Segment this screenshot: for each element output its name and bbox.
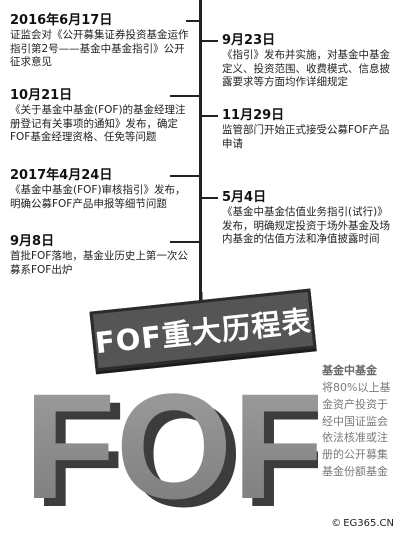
connector — [202, 115, 218, 117]
copyright-icon: © — [331, 518, 342, 529]
event-text: 《指引》发布并实施，对基金中基金定义、投资范围、收费模式、信息披露要求等方面均作… — [222, 49, 390, 89]
event-date: 2016年6月17日 — [10, 13, 113, 28]
event-date: 9月23日 — [222, 33, 276, 48]
event-text: 《基金中基金(FOF)审核指引》发布，明确公募FOF产品申报等细节问题 — [10, 184, 186, 210]
fof-face: FOF — [24, 370, 318, 520]
event-date: 10月21日 — [10, 88, 73, 103]
event-text: 《关于基金中基金(FOF)的基金经理注册登记有关事项的通知》发布，确定FOF基金… — [10, 104, 186, 144]
event-10-21: 10月21日 《关于基金中基金(FOF)的基金经理注册登记有关事项的通知》发布，… — [10, 88, 195, 145]
connector — [170, 95, 199, 97]
event-date: 9月8日 — [10, 234, 55, 249]
event-11-29: 11月29日 监管部门开始正式接受公募FOF产品申请 — [222, 108, 394, 151]
connector — [186, 20, 199, 22]
event-09-08: 9月8日 首批FOF落地，基金业历史上第一次公募系FOF出炉 — [10, 234, 195, 277]
event-text: 证监会对《公开募集证券投资基金运作指引第2号——基金中基金指引》公开征求意见 — [10, 29, 189, 69]
connector — [170, 175, 199, 177]
connector — [202, 40, 218, 42]
fof-shadow: FOF — [34, 370, 318, 520]
definition-text: 将80%以上基金资产投资于经中国证监会依法核准或注册的公开募集基金份额基金 — [322, 381, 391, 478]
credit: © EG365.CN — [331, 518, 394, 529]
definition-box: 基金中基金 将80%以上基金资产投资于经中国证监会依法核准或注册的公开募集基金份… — [322, 364, 396, 481]
event-05-04: 5月4日 《基金中基金估值业务指引(试行)》发布，明确规定投资于场外基金及场内基… — [222, 190, 394, 247]
definition-title: 基金中基金 — [322, 364, 377, 377]
credit-text: EG365.CN — [343, 518, 394, 529]
event-date: 2017年4月24日 — [10, 168, 113, 183]
event-09-23: 9月23日 《指引》发布并实施，对基金中基金定义、投资范围、收费模式、信息披露要… — [222, 33, 394, 90]
event-date: 5月4日 — [222, 190, 267, 205]
event-date: 11月29日 — [222, 108, 285, 123]
connector — [202, 197, 218, 199]
timeline-line — [199, 0, 202, 318]
event-2016-06-17: 2016年6月17日 证监会对《公开募集证券投资基金运作指引第2号——基金中基金… — [10, 13, 190, 70]
fof-3d-letters: FOF FOF — [24, 370, 318, 520]
title-sign: FOF重大历程表 — [89, 288, 317, 372]
connector — [170, 241, 199, 243]
event-text: 《基金中基金估值业务指引(试行)》发布，明确规定投资于场外基金及场内基金的估值方… — [222, 206, 390, 246]
event-2017-04-24: 2017年4月24日 《基金中基金(FOF)审核指引》发布，明确公募FOF产品申… — [10, 168, 195, 211]
event-text: 监管部门开始正式接受公募FOF产品申请 — [222, 124, 390, 150]
event-text: 首批FOF落地，基金业历史上第一次公募系FOF出炉 — [10, 250, 188, 276]
